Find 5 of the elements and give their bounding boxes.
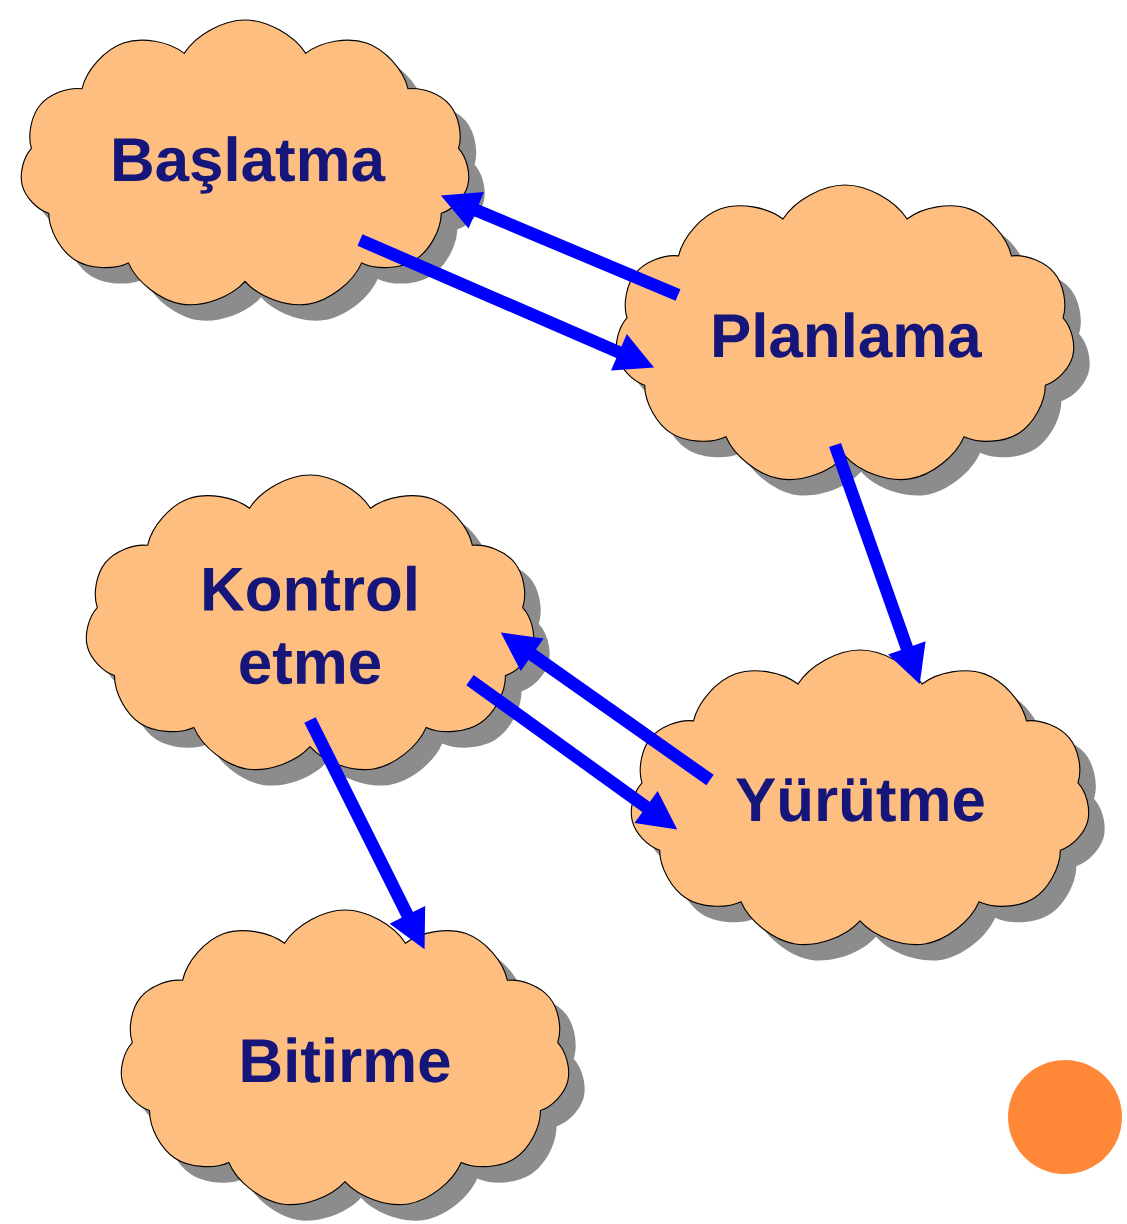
cloud-node: Planlama <box>615 184 1090 496</box>
cloud-node: Başlatma <box>20 19 485 321</box>
cloud-node: Bitirme <box>120 909 585 1221</box>
cloud-node: Yürütme <box>630 649 1105 961</box>
cloud-node: Kontrol etme <box>85 474 550 786</box>
